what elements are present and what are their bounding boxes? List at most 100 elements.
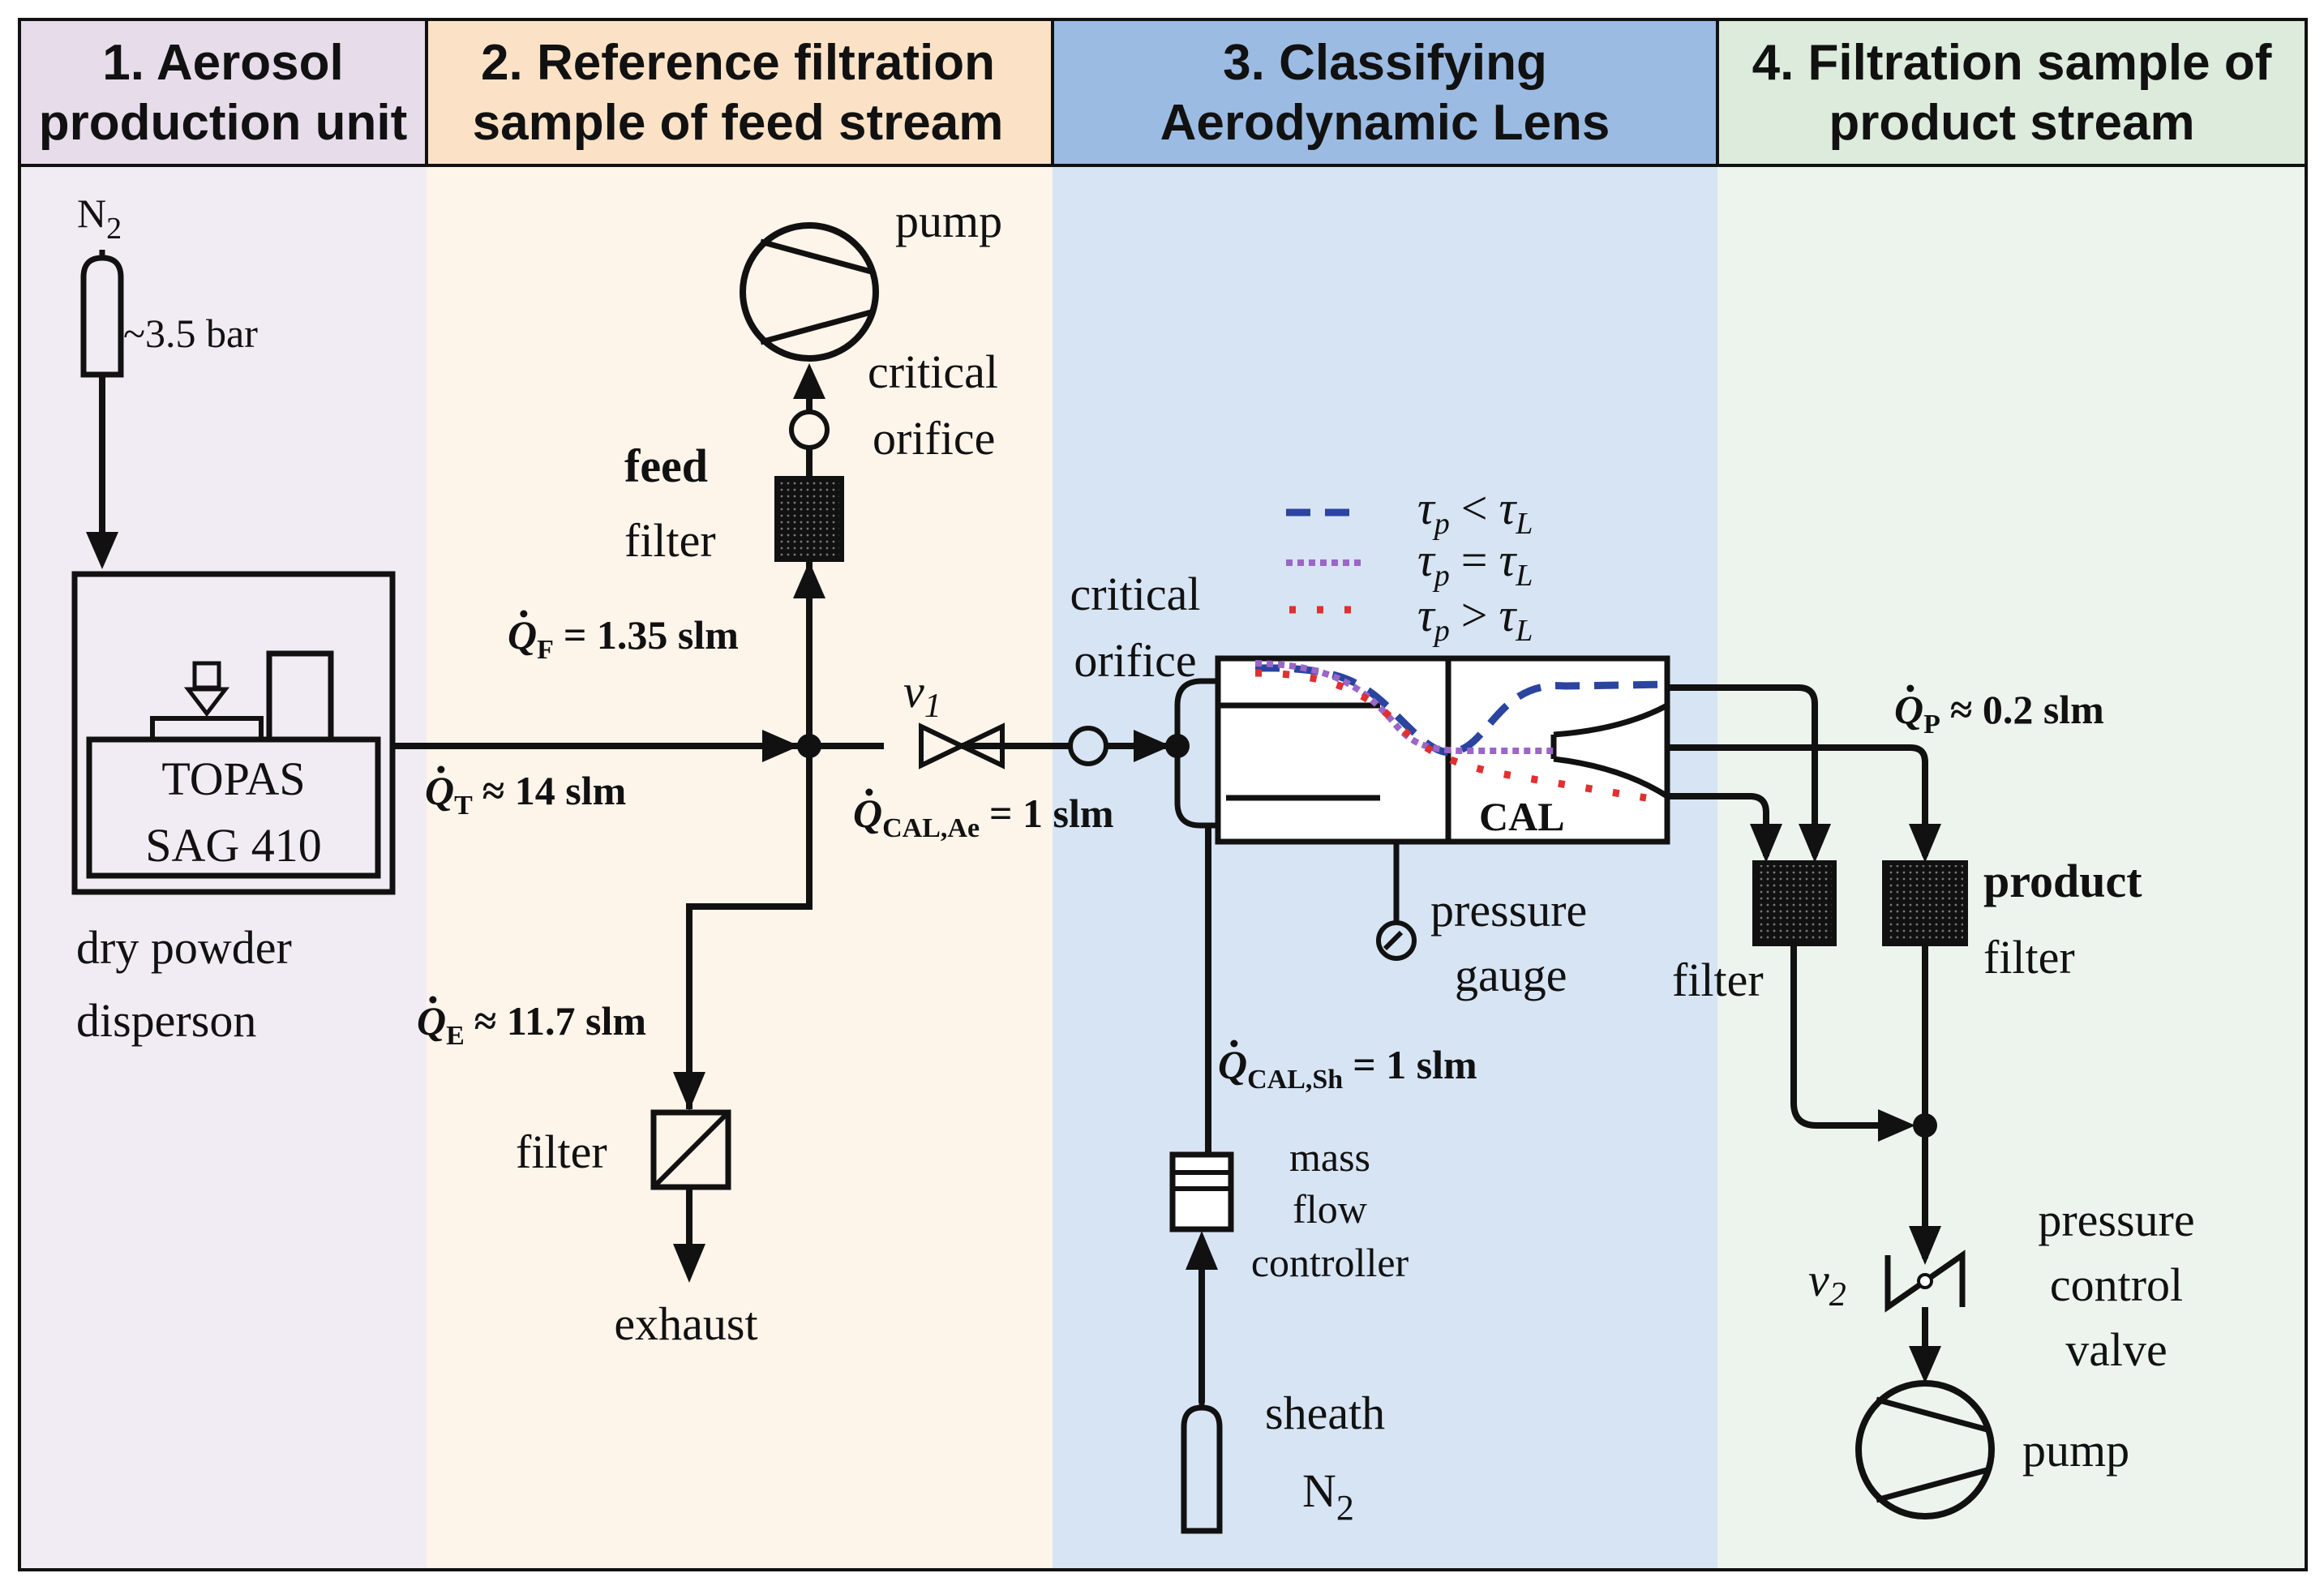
q-total-label: QT≈ 14 slm <box>425 768 626 821</box>
topas-label-line2: SAG 410 <box>145 819 322 872</box>
legend-label-greater: τp>τL <box>1417 589 1533 648</box>
legend-label-less: τp<τL <box>1417 482 1533 541</box>
cal-outlet-bottom-line <box>1667 793 1769 856</box>
section4-title-line2: product stream <box>1829 95 2194 151</box>
exhaust-filter-label: filter <box>516 1125 607 1178</box>
mfc-label-line1: mass <box>1289 1134 1370 1180</box>
arrowhead <box>1878 1109 1915 1142</box>
pressure-gauge-label-line2: gauge <box>1455 949 1567 1001</box>
cal-outlet-nozzle-bottom <box>1553 756 1669 799</box>
mfc-label-line2: flow <box>1293 1186 1367 1232</box>
sheath-n2-cylinder-icon <box>1181 1400 1223 1534</box>
arrowhead <box>762 730 800 762</box>
trajectory-tau-greater <box>1254 669 1647 802</box>
exhaust-label: exhaust <box>614 1297 757 1350</box>
arrowhead <box>673 1244 705 1283</box>
flow-rate-dot-accent <box>429 996 437 1004</box>
product-filter-bold-label: product <box>1983 855 2142 907</box>
product-filter-icon <box>1882 860 1968 946</box>
legend-label-equal: τp=τL <box>1417 534 1533 593</box>
arrowhead <box>1134 730 1171 762</box>
section1-header-bg <box>19 19 427 165</box>
sheath-gas-label: N2 <box>1302 1464 1354 1528</box>
mass-flow-controller-icon <box>1169 1151 1234 1232</box>
section3-content: critical orifice CAL τp<τL τp=τL τp>τL <box>1068 482 1671 1534</box>
section2-body-bg <box>427 165 1053 1570</box>
q-product-label: QP≈ 0.2 slm <box>1894 687 2104 739</box>
section2-title-line2: sample of feed stream <box>473 95 1004 151</box>
feed-filter-label: filter <box>624 514 716 567</box>
valve-v1-label: v1 <box>903 665 941 725</box>
mfc-label-line3: controller <box>1251 1240 1409 1285</box>
section-headers: 1. Aerosol production unit 2. Reference … <box>39 35 2272 151</box>
feed-orifice-label-line2: orifice <box>873 412 995 465</box>
valve-v2-label: v2 <box>1808 1254 1846 1314</box>
flow-rate-dot-accent <box>865 788 873 796</box>
arrowhead <box>1750 824 1782 863</box>
section2-title-line1: 2. Reference filtration <box>481 35 995 91</box>
cal-aerosol-inlet-top <box>1174 678 1218 746</box>
arrowhead <box>793 363 825 399</box>
bypass-to-merge-line <box>1790 944 1907 1129</box>
section4-header-bg <box>1717 19 2306 165</box>
section2-content: pump critical orifice feed filter QF= 1.… <box>392 195 1114 1350</box>
feed-filter-bold-label: feed <box>624 439 708 492</box>
product-pump-icon <box>1855 1380 1995 1520</box>
pressure-gauge-label-line1: pressure <box>1430 884 1587 937</box>
section3-title-line1: 3. Classifying <box>1223 35 1547 91</box>
outer-border <box>18 18 2308 1571</box>
bypass-filter-label: filter <box>1672 954 1764 1006</box>
section1-content: N2 ~3.5 bar TOPAS SAG 410 dry powder dis… <box>71 191 396 1047</box>
pcv-label-line3: valve <box>2065 1323 2167 1376</box>
section-backgrounds <box>18 18 2308 1571</box>
flow-rate-dot-accent <box>437 765 445 774</box>
cal-orifice-label-line2: orifice <box>1074 634 1196 687</box>
topas-sag410-box <box>71 571 396 895</box>
cal-aerosol-inlet-bottom <box>1174 746 1218 829</box>
arrowhead <box>1799 824 1831 863</box>
pressure-gauge-icon <box>1376 920 1417 961</box>
section4-title-line1: 4. Filtration sample of <box>1752 35 2272 91</box>
supply-pressure-label: ~3.5 bar <box>123 311 258 356</box>
section3-title-line2: Aerodynamic Lens <box>1160 95 1610 151</box>
n2-cylinder-icon <box>80 250 124 378</box>
sheath-label: sheath <box>1265 1387 1385 1439</box>
arrowhead <box>1909 824 1941 863</box>
section1-title-line1: 1. Aerosol <box>102 35 343 91</box>
arrowhead <box>1186 1231 1218 1270</box>
q-exhaust-label: QE≈ 11.7 slm <box>417 998 646 1051</box>
arrowhead <box>1909 1226 1941 1265</box>
section3-header-bg <box>1053 19 1717 165</box>
dry-powder-caption-line2: disperson <box>76 994 256 1047</box>
section3-body-bg <box>1053 165 1717 1570</box>
bypass-filter-icon <box>1752 860 1837 946</box>
trajectory-legend: τp<τL τp=τL τp>τL <box>1286 482 1533 648</box>
feed-pump-label: pump <box>895 195 1002 247</box>
q-feed-label: QF= 1.35 slm <box>508 612 739 665</box>
pcv-label-line2: control <box>2050 1258 2183 1311</box>
cal-outlet-nozzle-top <box>1553 702 1669 738</box>
section4-content: filter product filter QP≈ 0.2 slm v2 pre… <box>1667 684 2195 1520</box>
cal-outlet-top-line <box>1667 684 1818 856</box>
cal-outlet-product-line <box>1667 744 1928 856</box>
pressure-control-valve-icon <box>1884 1250 1966 1313</box>
dry-powder-caption-line1: dry powder <box>76 921 292 974</box>
q-cal-aerosol-label: QCAL,Ae= 1 slm <box>853 791 1114 843</box>
q-sheath-label: QCAL,Sh= 1 slm <box>1218 1042 1477 1095</box>
n2-gas-label: N2 <box>77 191 122 246</box>
arrowhead <box>86 532 118 569</box>
feed-orifice-label-line1: critical <box>868 345 998 398</box>
exhaust-line <box>686 746 813 1109</box>
arrowhead <box>1909 1346 1941 1383</box>
pcv-label-line1: pressure <box>2038 1194 2194 1246</box>
arrowhead <box>673 1072 705 1111</box>
topas-label-line1: TOPAS <box>161 752 305 805</box>
flow-rate-dot-accent <box>1230 1039 1238 1048</box>
arrowhead <box>793 561 825 598</box>
product-filter-label: filter <box>1983 931 2075 984</box>
product-pump-label: pump <box>2022 1424 2129 1477</box>
trajectory-tau-equal <box>1254 660 1554 754</box>
feed-filter-icon <box>774 476 844 562</box>
flow-rate-dot-accent <box>1906 684 1915 692</box>
